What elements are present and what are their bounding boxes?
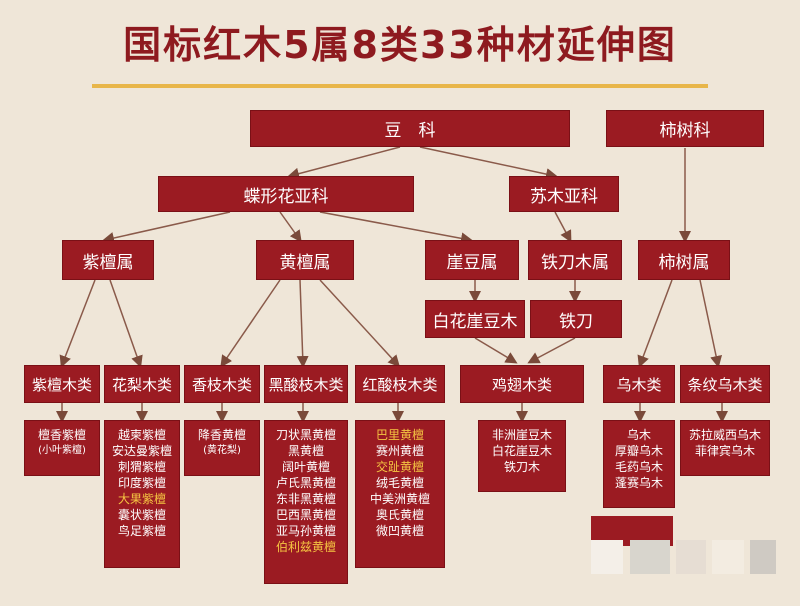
list-item: 微凹黄檀: [375, 524, 424, 538]
list-item: 卢氏黑黄檀: [275, 476, 336, 490]
node-genus-zitan: 紫檀属: [62, 240, 154, 280]
list-item: 巴西黑黄檀: [275, 508, 336, 522]
edge-zitan-zitanmu: [59, 279, 96, 368]
node-genus-yadou: 崖豆属: [425, 240, 519, 280]
list-item: 越柬紫檀: [117, 428, 166, 442]
edge-zitan-hualimu: [109, 279, 143, 368]
edge-tiedao-jichimu: [527, 337, 576, 364]
list-wumu: 乌木厚瓣乌木毛药乌木蓬赛乌木: [603, 420, 675, 508]
list-item: 中美洲黄檀: [369, 492, 430, 506]
list-item: 东非黑黄檀: [275, 492, 336, 506]
list-item: 白花崖豆木: [491, 444, 552, 458]
node-dou-ke: 豆 科: [250, 110, 570, 147]
list-item: 毛药乌木: [614, 460, 663, 474]
node-cat-jichimu: 鸡翅木类: [460, 365, 584, 403]
list-item: 亚马孙黄檀: [275, 524, 336, 538]
node-cat-tiaowenwumu: 条纹乌木类: [680, 365, 770, 403]
node-cat-heisuanzhimu: 黑酸枝木类: [264, 365, 348, 403]
list-item: 赛州黄檀: [375, 444, 424, 458]
list-item: 印度紫檀: [117, 476, 166, 490]
title-underline: [92, 84, 708, 88]
list-item: 降香黄檀: [197, 428, 246, 442]
list-tiaowenwumu: 苏拉威西乌木菲律宾乌木: [680, 420, 770, 476]
node-cat-hongsuanzhimu: 红酸枝木类: [355, 365, 445, 403]
list-xiangzhimu: 降香黄檀 (黄花梨): [184, 420, 260, 476]
list-item: 伯利兹黄檀: [275, 540, 336, 554]
swatch-beige: [676, 540, 706, 574]
list-item: 蓬赛乌木: [614, 476, 663, 490]
node-species-baihua: 白花崖豆木: [425, 300, 525, 338]
list-item: 安达曼紫檀: [111, 444, 172, 458]
node-cat-zitanmu: 紫檀木类: [24, 365, 100, 403]
list-item: (小叶紫檀): [38, 445, 86, 456]
list-hongsuanzhimu: 巴里黄檀赛州黄檀交趾黄檀绒毛黄檀中美洲黄檀奥氏黄檀微凹黄檀: [355, 420, 445, 568]
edge-diexing-yadou: [319, 211, 473, 245]
list-item: 囊状紫檀: [117, 508, 166, 522]
page-title: 国标红木5属8类33种材延伸图: [123, 23, 677, 67]
swatch-cream: [712, 540, 744, 574]
list-item: 鸟足紫檀: [117, 524, 166, 538]
edge-shishu-tiaowenwumu: [699, 279, 723, 368]
list-jichimu: 非洲崖豆木白花崖豆木铁刀木: [478, 420, 566, 492]
edge-baihua-jichimu: [474, 337, 518, 364]
list-item: 绒毛黄檀: [375, 476, 424, 490]
swatch-grey-1: [630, 540, 670, 574]
list-item: 菲律宾乌木: [694, 444, 755, 458]
node-cat-hualimu: 花梨木类: [104, 365, 180, 403]
list-item: 铁刀木: [503, 460, 540, 474]
swatch-light-1: [591, 540, 623, 574]
node-cat-wumu: 乌木类: [603, 365, 675, 403]
node-genus-shishu: 柿树属: [638, 240, 730, 280]
list-zitanmu: 檀香紫檀 (小叶紫檀): [24, 420, 100, 476]
node-genus-tiedaomu: 铁刀木属: [528, 240, 622, 280]
edge-huangtan-xiangzhimu: [220, 279, 281, 368]
list-hualimu: 越柬紫檀安达曼紫檀刺猬紫檀印度紫檀大果紫檀囊状紫檀鸟足紫檀: [104, 420, 180, 568]
list-item: 黑黄檀: [287, 444, 324, 458]
node-cat-xiangzhimu: 香枝木类: [184, 365, 260, 403]
list-item: 厚瓣乌木: [614, 444, 663, 458]
list-item: 大果紫檀: [117, 492, 166, 506]
list-item: 非洲崖豆木: [491, 428, 552, 442]
edge-sumu-tiedaomu: [554, 211, 572, 243]
node-species-tiedao: 铁刀: [530, 300, 622, 338]
edge-diexing-huangtan: [279, 211, 302, 243]
list-item: 交趾黄檀: [375, 460, 424, 474]
edge-huangtan-heisuanzhimu: [296, 279, 309, 368]
edge-douke-sumu: [419, 146, 558, 180]
list-item: (黄花梨): [203, 445, 241, 456]
list-item: 乌木: [626, 428, 651, 442]
list-item: 阔叶黄檀: [281, 460, 330, 474]
list-item: 刺猬紫檀: [117, 460, 166, 474]
edge-shishu-wumu: [637, 279, 673, 368]
node-genus-huangtan: 黄檀属: [256, 240, 354, 280]
list-heisuanzhimu: 刀状黑黄檀黑黄檀阔叶黄檀卢氏黑黄檀东非黑黄檀巴西黑黄檀亚马孙黄檀伯利兹黄檀: [264, 420, 348, 584]
node-sumu-subfamily: 苏木亚科: [509, 176, 619, 212]
list-item: 巴里黄檀: [375, 428, 424, 442]
list-item: 刀状黑黄檀: [275, 428, 336, 442]
node-shishu-ke: 柿树科: [606, 110, 764, 147]
list-item: 苏拉威西乌木: [688, 428, 761, 442]
edge-huangtan-hongsuanzhimu: [319, 279, 401, 368]
list-item: 奥氏黄檀: [375, 508, 424, 522]
list-item: 檀香紫檀: [37, 428, 86, 442]
swatch-grey-2: [750, 540, 776, 574]
node-diexing-subfamily: 蝶形花亚科: [158, 176, 414, 212]
edge-diexing-zitan: [102, 211, 231, 244]
edge-douke-diexing: [287, 146, 401, 180]
